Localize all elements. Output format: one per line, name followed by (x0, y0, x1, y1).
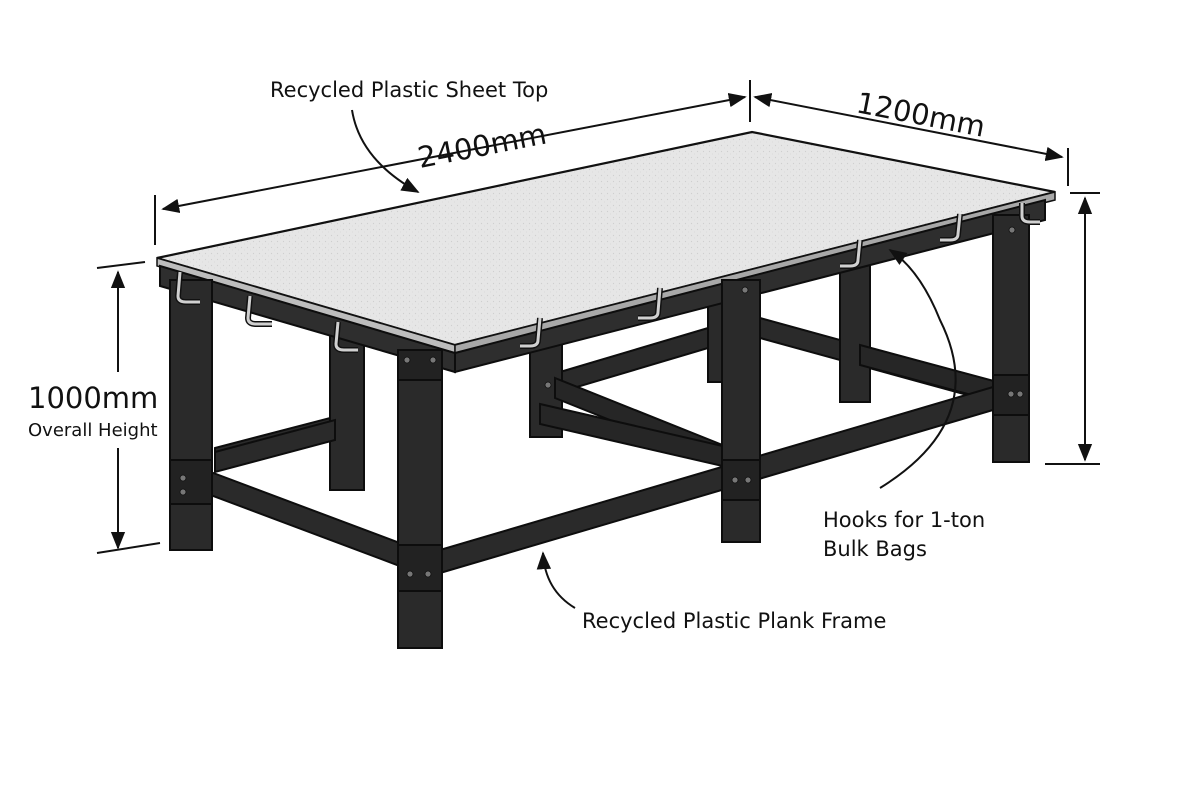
bolt (1016, 390, 1024, 398)
leg-front-corner-cap (397, 349, 443, 381)
front-frame (169, 214, 1030, 649)
bolt (403, 356, 411, 364)
height-value-label: 1000mm (28, 381, 158, 415)
top-edge-side (454, 191, 1056, 354)
bulk-bag-hooks (174, 203, 1040, 353)
width-dimension-line (753, 93, 1064, 161)
dimension-lines (96, 80, 1100, 554)
height-extension-top (96, 261, 146, 269)
leg-front-right (992, 214, 1030, 463)
leg-back-left (329, 329, 365, 491)
frame-leader (536, 551, 576, 609)
bolt (1008, 226, 1016, 234)
bolt (744, 476, 752, 484)
frame-label: Recycled Plastic Plank Frame (582, 609, 886, 633)
bolt (544, 381, 552, 389)
height-caption-label: Overall Height (28, 420, 158, 441)
leader-lines (351, 109, 957, 609)
leg-front-mid (721, 279, 761, 543)
leg-back-right (839, 257, 871, 403)
bolt (1007, 390, 1015, 398)
length-dimension-line (161, 92, 747, 214)
leg-front-left-block (169, 459, 213, 505)
length-label: 2400mm (415, 117, 549, 175)
height-extension-bottom (96, 542, 161, 554)
leg-front-corner-block (397, 544, 443, 592)
sheet-top-label: Recycled Plastic Sheet Top (270, 78, 548, 102)
bolt (406, 570, 414, 578)
lower-rail-left-back (214, 418, 336, 474)
bolt (429, 356, 437, 364)
bolt (731, 476, 739, 484)
leg-front-mid-block (721, 459, 761, 501)
leg-front-left (169, 279, 213, 551)
hooks-leader (879, 249, 957, 489)
width-label: 1200mm (854, 85, 988, 143)
bolts (179, 226, 1024, 578)
leg-front-corner (397, 349, 443, 649)
sheet-top-leader (351, 109, 420, 193)
bolt (741, 286, 749, 294)
lower-rail-front-short (199, 466, 406, 570)
bolt (424, 570, 432, 578)
bolt (179, 488, 187, 496)
bolt (179, 474, 187, 482)
hooks-label-line2: Bulk Bags (823, 537, 927, 561)
hooks-label-line1: Hooks for 1-ton (823, 508, 985, 532)
